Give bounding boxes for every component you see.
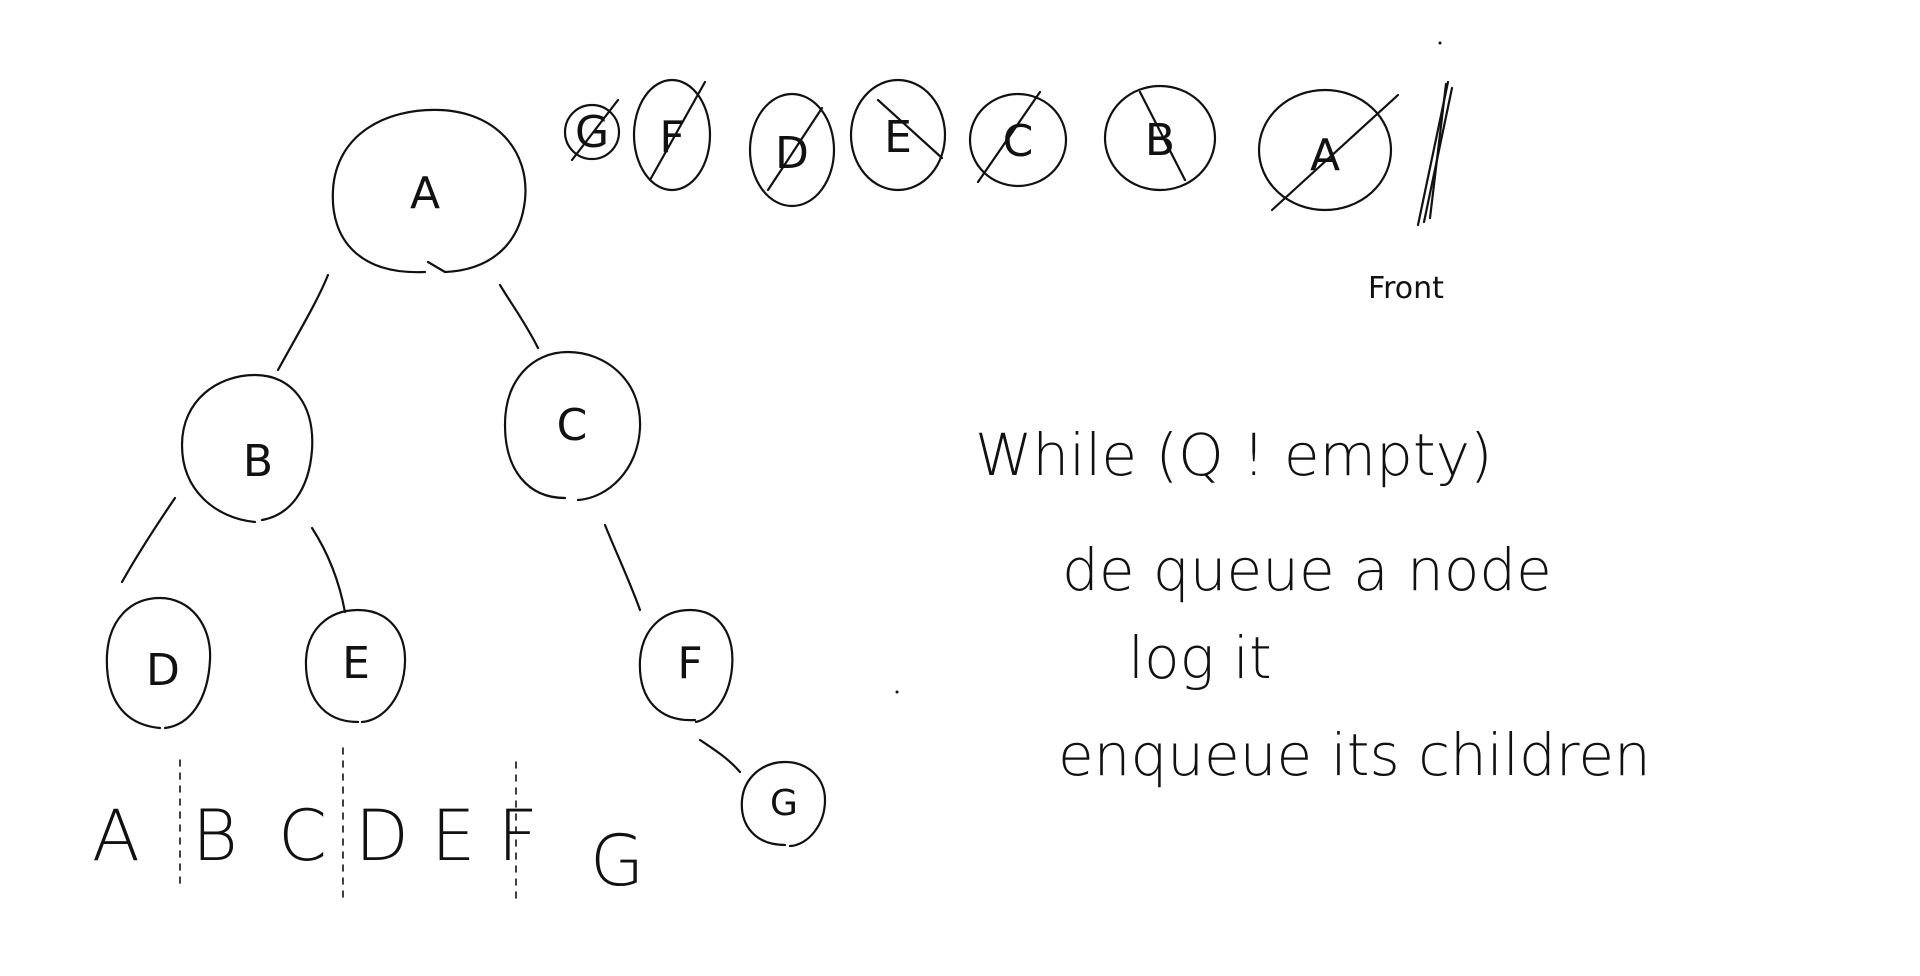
bfs-order-c: C	[278, 795, 327, 877]
queue-item-c-circle	[968, 92, 1068, 188]
pseudocode-line-1: While (Q ! empty)	[975, 421, 1493, 489]
tree-node-c: C	[503, 350, 642, 502]
bfs-order-level-3: G	[590, 820, 644, 902]
queue-item-c: C	[968, 90, 1068, 188]
queue-item-d: D	[748, 92, 836, 208]
bfs-order-level-1: B C	[192, 795, 327, 877]
queue-item-b-circle	[1103, 84, 1217, 192]
edge-c-f	[603, 523, 642, 612]
queue-item-f-strike	[648, 80, 707, 182]
bfs-order-b: B	[192, 795, 238, 877]
queue-item-e: E	[849, 78, 947, 192]
bfs-order-d: D	[355, 795, 409, 877]
queue-front-label: Front	[1368, 271, 1444, 306]
tree-node-g: G	[740, 760, 827, 848]
tree-nodes: A B C D E F G	[105, 108, 827, 848]
bfs-order-level-2: D E F	[355, 795, 538, 877]
tree-node-g-label: G	[770, 783, 798, 824]
tree-node-e-label: E	[342, 638, 370, 689]
queue-item-e-circle	[849, 78, 947, 192]
queue-item-f: F	[632, 78, 712, 192]
queue-item-a: A	[1257, 88, 1400, 212]
stray-dot	[895, 690, 899, 694]
queue-item-e-strike	[876, 98, 944, 160]
tree-node-b-label: B	[243, 436, 273, 487]
bfs-order-g: G	[590, 820, 644, 902]
tree-node-e: E	[304, 608, 407, 724]
queue-item-b-label: B	[1145, 115, 1175, 166]
tree-node-a: A	[331, 108, 527, 274]
queue-item-a-circle	[1257, 88, 1393, 212]
queue-item-g-strike	[570, 98, 620, 162]
bfs-order-e: E	[431, 795, 475, 877]
tree-edges	[120, 273, 742, 774]
queue-item-f-circle	[632, 78, 712, 192]
edge-b-d	[120, 496, 177, 584]
tree-node-c-label: C	[557, 400, 588, 451]
queue-item-d-strike	[766, 106, 824, 192]
bfs-order-a: A	[92, 795, 140, 877]
bfs-order: A B C D E F G	[92, 747, 644, 906]
edge-f-g	[698, 738, 742, 774]
tree-node-b: B	[180, 373, 314, 524]
tree-node-d: D	[105, 596, 212, 730]
queue-item-g: G	[563, 98, 621, 162]
edge-a-c	[498, 283, 540, 350]
bfs-order-f: F	[498, 795, 538, 877]
queue-item-d-circle	[748, 92, 836, 208]
queue-item-a-strike	[1270, 93, 1400, 212]
tree-node-a-label: A	[410, 168, 440, 219]
queue-item-b-strike	[1138, 90, 1187, 182]
stray-dot	[1438, 41, 1442, 45]
tree-node-f-label: F	[677, 638, 702, 689]
queue-item-e-label: E	[884, 112, 912, 163]
tree-node-f: F	[638, 608, 734, 724]
pseudocode: While (Q ! empty) de queue a node log it…	[975, 421, 1651, 789]
queue-front-bar	[1416, 80, 1454, 227]
bfs-order-level-0: A	[92, 795, 140, 877]
queue-item-a-label: A	[1310, 130, 1340, 181]
queue: G F D E C B A	[563, 78, 1454, 306]
queue-item-b: B	[1103, 84, 1217, 192]
queue-item-g-circle	[563, 103, 621, 161]
edge-b-e	[310, 526, 347, 614]
pseudocode-line-2: de queue a node	[1062, 536, 1552, 604]
queue-item-c-strike	[976, 90, 1042, 184]
pseudocode-line-3: log it	[1128, 624, 1272, 692]
pseudocode-line-4: enqueue its children	[1058, 721, 1651, 789]
tree-node-d-label: D	[146, 645, 180, 696]
edge-a-b	[276, 273, 330, 372]
